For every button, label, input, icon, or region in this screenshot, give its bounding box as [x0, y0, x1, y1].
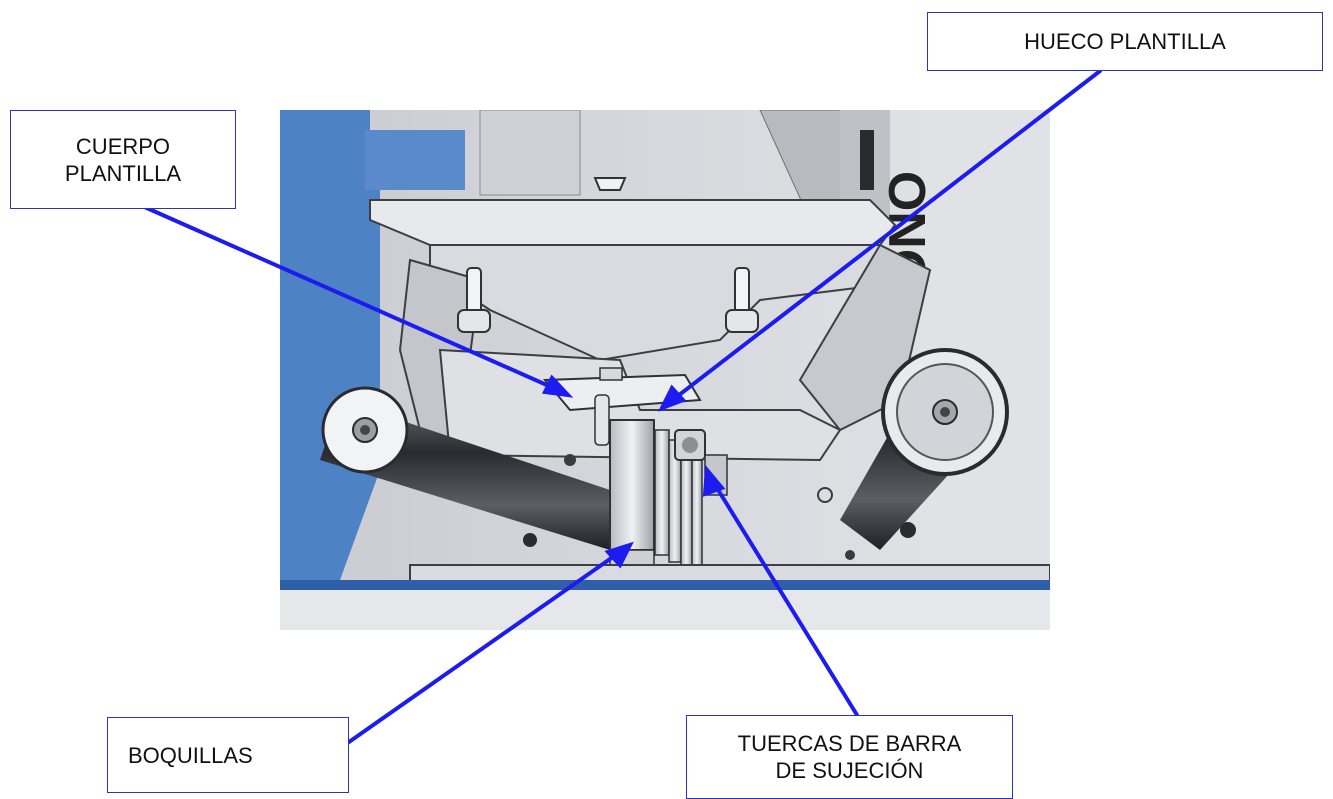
arrowhead-boquillas: [604, 541, 634, 569]
callout-hueco-plantilla: HUECO PLANTILLA: [927, 12, 1323, 71]
callout-cuerpo-plantilla: CUERPO PLANTILLA: [10, 110, 236, 209]
arrowhead-cuerpo: [541, 374, 574, 398]
arrowhead-hueco: [657, 384, 687, 412]
leader-cuerpo: [138, 203, 560, 392]
leader-hueco: [668, 69, 1102, 404]
right-roller: [840, 348, 1009, 550]
callout-boquillas-label: BOQUILLAS: [128, 742, 253, 768]
wing-nut-top: [593, 177, 627, 191]
callout-tuercas-label: TUERCAS DE BARRA DE SUJECIÓN: [737, 731, 962, 783]
wing-nut-left: [457, 267, 491, 333]
leader-boquillas: [347, 550, 622, 744]
nozzles: [594, 394, 703, 576]
left-roller: [320, 386, 610, 550]
mounting-bracket: [369, 199, 932, 462]
callout-cuerpo-label: CUERPO PLANTILLA: [64, 133, 182, 186]
leader-tuercas: [710, 478, 859, 717]
callout-hueco-label: HUECO PLANTILLA: [1024, 29, 1226, 54]
arrowhead-tuercas: [702, 464, 726, 497]
template-body: [542, 367, 702, 412]
machine-photo: ONO: [280, 110, 1050, 630]
callout-tuercas: TUERCAS DE BARRA DE SUJECIÓN: [686, 715, 1013, 799]
wing-nut-right: [725, 267, 759, 333]
callout-boquillas: BOQUILLAS: [107, 717, 349, 793]
